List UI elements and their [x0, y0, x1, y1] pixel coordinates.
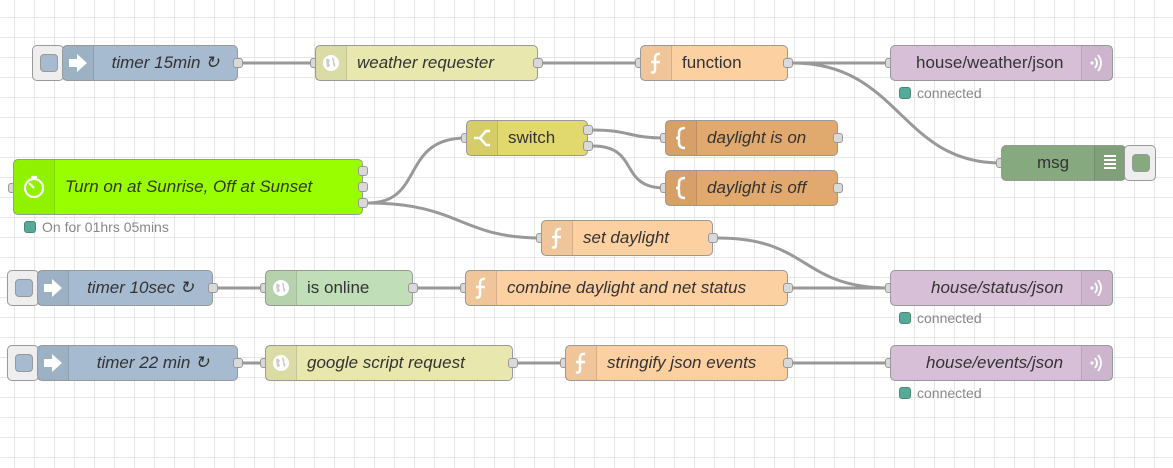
node-label: daylight is on — [707, 128, 807, 147]
globe-icon — [266, 271, 297, 305]
debug-toggle-face[interactable] — [1132, 154, 1150, 172]
inject-node-timer-15min[interactable]: timer 15min ↻ — [62, 45, 238, 81]
mqtt-out-node-status[interactable]: house/status/json — [890, 270, 1113, 306]
output-port[interactable] — [833, 133, 843, 143]
arrow-in-icon — [63, 46, 94, 80]
debug-icon — [1094, 146, 1125, 180]
wire — [592, 144, 666, 190]
node-label: switch — [508, 128, 556, 147]
inject-button-face[interactable] — [15, 279, 33, 297]
http-node-google-script[interactable]: google script request — [265, 345, 513, 381]
output-port[interactable] — [708, 233, 718, 243]
inject-button-face[interactable] — [40, 54, 58, 72]
status-text: connected — [917, 385, 982, 401]
output-port[interactable] — [233, 58, 243, 68]
change-node-daylight-on[interactable]: daylight is on — [665, 120, 838, 156]
function-node[interactable]: function — [640, 45, 788, 81]
change-node-daylight-off[interactable]: daylight is off — [665, 170, 838, 206]
function-icon — [542, 221, 573, 255]
inject-button-face[interactable] — [15, 354, 33, 372]
mqtt-out-node-weather[interactable]: house/weather/json — [890, 45, 1113, 81]
arrow-in-icon — [38, 271, 69, 305]
function-node-stringify[interactable]: stringify json events — [565, 345, 788, 381]
node-label: house/weather/json — [916, 53, 1064, 72]
inject-button[interactable] — [7, 270, 39, 306]
function-icon — [641, 46, 672, 80]
output-port[interactable] — [533, 58, 543, 68]
inject-node-timer-22min[interactable]: timer 22 min ↻ — [37, 345, 238, 381]
node-label: timer 10sec ↻ — [87, 278, 194, 297]
node-label: house/events/json — [926, 353, 1064, 372]
switch-node[interactable]: switch — [466, 120, 588, 156]
inject-button[interactable] — [32, 45, 64, 81]
wire — [367, 136, 467, 205]
output-port[interactable] — [358, 198, 368, 208]
inject-button[interactable] — [7, 345, 39, 381]
change-icon — [666, 121, 697, 155]
bigtimer-node[interactable]: Turn on at Sunrise, Off at Sunset — [13, 159, 363, 215]
output-port[interactable] — [783, 358, 793, 368]
mqtt-out-icon — [1081, 46, 1112, 80]
node-label: stringify json events — [607, 353, 757, 372]
arrow-in-icon — [38, 346, 69, 380]
status-connected: connected — [899, 310, 982, 326]
output-port[interactable] — [583, 141, 593, 151]
function-node-combine[interactable]: combine daylight and net status — [465, 270, 788, 306]
output-port[interactable] — [833, 183, 843, 193]
node-label: set daylight — [583, 228, 669, 247]
debug-toggle-button[interactable] — [1124, 145, 1156, 181]
mqtt-out-icon — [1081, 271, 1112, 305]
function-node-set-daylight[interactable]: set daylight — [541, 220, 713, 256]
output-port[interactable] — [583, 125, 593, 135]
status-bigtimer: On for 01hrs 05mins — [24, 219, 169, 235]
output-port[interactable] — [508, 358, 518, 368]
change-icon — [666, 171, 697, 205]
status-connected: connected — [899, 85, 982, 101]
node-label: is online — [307, 278, 370, 297]
mqtt-out-icon — [1081, 346, 1112, 380]
mqtt-out-node-events[interactable]: house/events/json — [890, 345, 1113, 381]
node-label: daylight is off — [707, 178, 807, 197]
status-text: connected — [917, 310, 982, 326]
output-port[interactable] — [408, 283, 418, 293]
output-port[interactable] — [783, 58, 793, 68]
output-port[interactable] — [358, 182, 368, 192]
status-text: On for 01hrs 05mins — [42, 219, 169, 235]
output-port[interactable] — [208, 283, 218, 293]
node-label: function — [682, 53, 742, 72]
node-label: timer 15min ↻ — [111, 53, 220, 72]
wire — [717, 236, 891, 290]
status-text: connected — [917, 85, 982, 101]
inject-node-timer-10sec[interactable]: timer 10sec ↻ — [37, 270, 213, 306]
node-label: msg — [1036, 153, 1070, 172]
output-port[interactable] — [358, 166, 368, 176]
timer-icon — [14, 160, 55, 214]
status-dot — [899, 87, 911, 99]
output-port[interactable] — [233, 358, 243, 368]
node-label: Turn on at Sunrise, Off at Sunset — [65, 177, 313, 196]
node-label: weather requester — [357, 53, 495, 72]
output-port[interactable] — [783, 283, 793, 293]
node-label: google script request — [307, 353, 465, 372]
debug-node-msg[interactable]: msg — [1001, 145, 1126, 181]
globe-icon — [316, 46, 347, 80]
wire — [592, 128, 666, 140]
http-node-weather-requester[interactable]: weather requester — [315, 45, 538, 81]
function-icon — [566, 346, 597, 380]
function-icon — [466, 271, 497, 305]
wire — [792, 61, 1002, 165]
status-dot — [899, 387, 911, 399]
wire — [367, 201, 542, 240]
globe-icon — [266, 346, 297, 380]
node-label: timer 22 min ↻ — [96, 353, 210, 372]
status-connected: connected — [899, 385, 982, 401]
status-dot — [899, 312, 911, 324]
switch-icon — [467, 121, 498, 155]
node-label: combine daylight and net status — [507, 278, 747, 297]
status-dot — [24, 221, 36, 233]
node-label: house/status/json — [931, 278, 1064, 297]
http-node-is-online[interactable]: is online — [265, 270, 413, 306]
